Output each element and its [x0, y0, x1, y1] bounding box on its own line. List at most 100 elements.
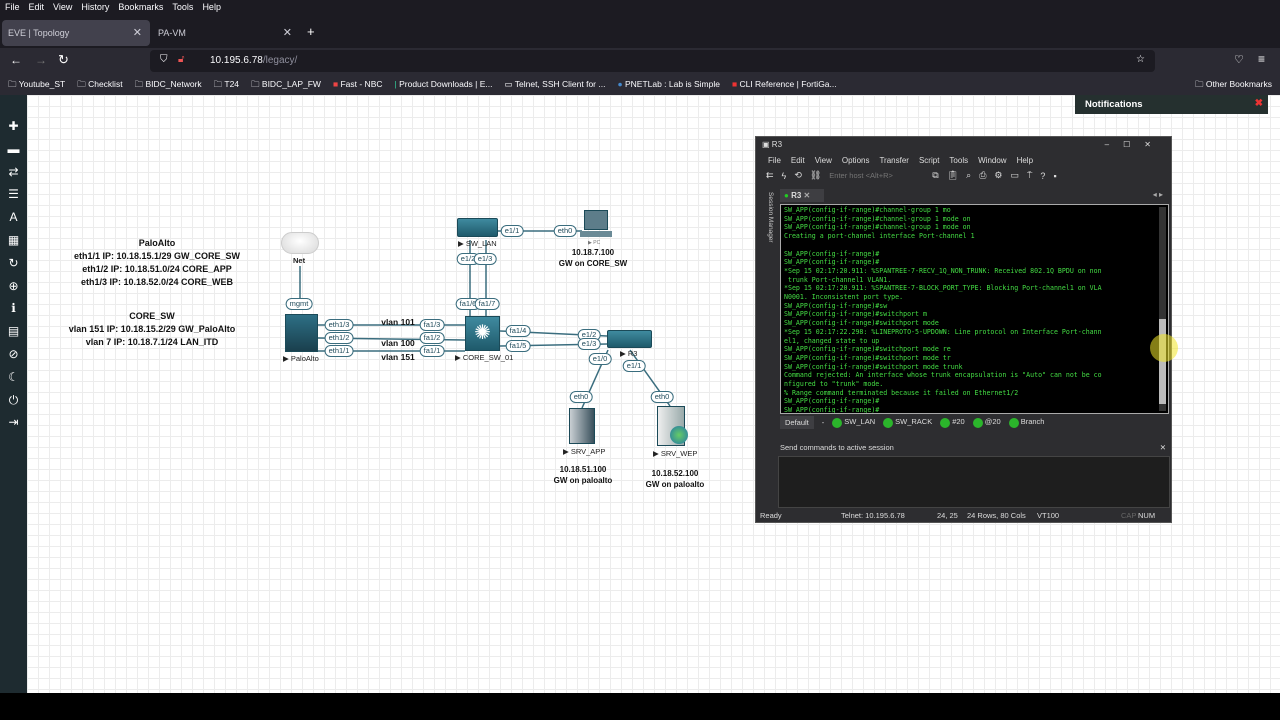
status-num: NUM [1138, 511, 1156, 520]
menu-view[interactable]: View [53, 2, 73, 12]
zoom-icon[interactable]: ⊕ [8, 278, 19, 293]
find-icon[interactable]: ⌕ [966, 170, 972, 180]
star-icon[interactable]: ☆ [1136, 54, 1145, 65]
shield-icon: ⛉ [160, 54, 168, 65]
node-label: ▶ CORE_SW_01 [455, 353, 514, 362]
bookmark[interactable]: ● PNETLab : Lab is Simple [617, 79, 720, 89]
refresh-icon[interactable]: ↻ [8, 255, 19, 270]
close-icon[interactable]: ✕ [282, 27, 292, 39]
moon-icon[interactable]: ☾ [8, 369, 19, 384]
screen-icon[interactable]: ▪ [1053, 170, 1057, 181]
power-icon[interactable]: ⏻ [8, 392, 19, 407]
terminal-line: el1, changed state to up [784, 336, 880, 345]
pocket-icon[interactable]: ♡ [1234, 54, 1244, 66]
menu-item[interactable]: Tools [949, 156, 969, 165]
back-icon[interactable]: ← [10, 53, 22, 67]
quick-connect-icon[interactable]: ϟ [781, 170, 787, 181]
logout-icon[interactable]: ⇥ [8, 415, 19, 430]
menu-item[interactable]: View [814, 156, 832, 165]
tab-eve-topology[interactable]: EVE | Topology✕ [2, 20, 150, 46]
session-button[interactable]: SW_LAN [832, 417, 875, 428]
maximize-icon[interactable]: ☐ [1123, 140, 1145, 149]
grid-icon[interactable]: ▦ [7, 232, 20, 247]
reconnect-icon[interactable]: ⟲ [794, 170, 802, 180]
terminal-line: SW_APP(config-if-range)#channel-group 1 … [784, 214, 971, 223]
bookmark[interactable]: 🗀 BIDC_Network [134, 79, 202, 89]
menu-tools[interactable]: Tools [172, 2, 194, 12]
menu-item[interactable]: Edit [790, 156, 805, 165]
print-icon[interactable]: ⎙ [979, 170, 987, 180]
info-icon[interactable]: ℹ [11, 301, 16, 316]
menu-file[interactable]: File [5, 2, 20, 12]
session-tab-r3[interactable]: ● R3 ✕ [780, 189, 824, 202]
lock-icon: 🔓︎ [178, 54, 185, 65]
terminal-line: *Sep 15 02:17:22.298: %LINEPROTO-5-UPDOW… [784, 327, 1102, 336]
new-tab-icon[interactable]: + [307, 24, 315, 39]
command-window-label: Send commands to active session [780, 443, 894, 452]
reload-icon[interactable]: ↻ [58, 52, 69, 67]
minimize-icon[interactable]: – [1104, 140, 1124, 149]
terminal-line: % Range command terminated because it fa… [784, 388, 1019, 397]
list-icon[interactable]: ☰ [8, 187, 19, 202]
menu-item[interactable]: Script [918, 156, 940, 165]
bookmark[interactable]: ■ Fast - NBC [332, 79, 383, 89]
notifications-title: Notifications [1085, 99, 1143, 110]
menu-bookmarks[interactable]: Bookmarks [118, 2, 164, 12]
session-folder-default[interactable]: Default [780, 416, 814, 429]
session-button[interactable]: @20 [972, 417, 1001, 428]
menu-help[interactable]: Help [202, 2, 221, 12]
bookmark[interactable]: ▭ Telnet, SSH Client for ... [504, 79, 606, 89]
status-connection: Telnet: 10.195.6.78 [841, 511, 905, 520]
arrows-icon[interactable]: ⇄ [8, 164, 19, 179]
port-label: e1/0 [588, 353, 612, 365]
bookmark[interactable]: 🗀 Checklist [77, 79, 123, 89]
node-label: ▶ PaloAlto [283, 354, 319, 363]
tab-pa-vm[interactable]: PA-VM✕ [152, 20, 300, 46]
check-icon[interactable]: ⊘ [8, 346, 19, 361]
help-icon[interactable]: ? [1040, 170, 1046, 181]
port-label: e1/1 [500, 225, 524, 237]
session-button[interactable]: Branch [1008, 417, 1044, 428]
notes-icon[interactable]: ▤ [7, 324, 20, 339]
menu-edit[interactable]: Edit [28, 2, 45, 12]
connect-icon[interactable]: ⇇ [766, 170, 774, 180]
menu-item[interactable]: Window [978, 156, 1007, 165]
other-bookmarks[interactable]: 🗀 Other Bookmarks [1194, 79, 1272, 89]
session-button[interactable]: SW_RACK [883, 417, 932, 428]
url-bar[interactable]: ⛉🔓︎10.195.6.78/legacy/☆ [150, 50, 1155, 72]
disconnect-icon[interactable]: ⛓ [809, 170, 822, 180]
bookmark[interactable]: 🗀 BIDC_LAP_FW [251, 79, 321, 89]
port-label: eth0 [569, 391, 593, 403]
menu-item[interactable]: Help [1016, 156, 1034, 165]
bookmark[interactable]: | Product Downloads | E... [394, 79, 493, 89]
settings-icon[interactable]: ⚙ [994, 170, 1003, 180]
host-input[interactable] [829, 171, 925, 180]
bookmark[interactable]: 🗀 T24 [213, 79, 240, 89]
session-button[interactable]: #20 [940, 417, 965, 428]
close-icon[interactable]: ✕ [1144, 140, 1165, 149]
sftp-icon[interactable]: ⍑ [1027, 170, 1033, 180]
copy-icon[interactable]: ⧉ [932, 170, 939, 180]
command-input[interactable] [778, 456, 1170, 508]
menu-item[interactable]: Options [841, 156, 870, 165]
close-icon[interactable]: ✕ [132, 27, 142, 39]
menu-item[interactable]: File [768, 156, 781, 165]
hamburger-menu-icon[interactable]: ≡ [1258, 52, 1266, 66]
text-icon[interactable]: A [9, 210, 18, 225]
keymap-icon[interactable]: ▭ [1010, 170, 1020, 180]
menu-history[interactable]: History [81, 2, 110, 12]
plus-icon[interactable]: ✚ [8, 119, 19, 133]
terminal-output[interactable]: SW_APP(config-if-range)#channel-group 1 … [780, 204, 1169, 414]
session-manager-tab[interactable]: Session Manager [767, 192, 774, 243]
paste-icon[interactable]: 📋︎ [946, 170, 959, 180]
terminal-scrollbar[interactable] [1159, 207, 1166, 411]
server-icon[interactable]: ▬ [7, 141, 20, 156]
window-titlebar[interactable]: ▣ R3–☐✕ [756, 137, 1171, 153]
bookmark[interactable]: ■ CLI Reference | FortiGa... [731, 79, 837, 89]
close-icon[interactable]: ✕ [1159, 443, 1166, 452]
close-icon[interactable]: ✖ [1254, 98, 1263, 109]
tab-scroll-arrows-icon[interactable]: ◂ ▸ [1152, 190, 1163, 199]
bookmark[interactable]: 🗀 Youtube_ST [8, 79, 66, 89]
forward-icon[interactable]: → [35, 53, 47, 67]
menu-item[interactable]: Transfer [879, 156, 909, 165]
